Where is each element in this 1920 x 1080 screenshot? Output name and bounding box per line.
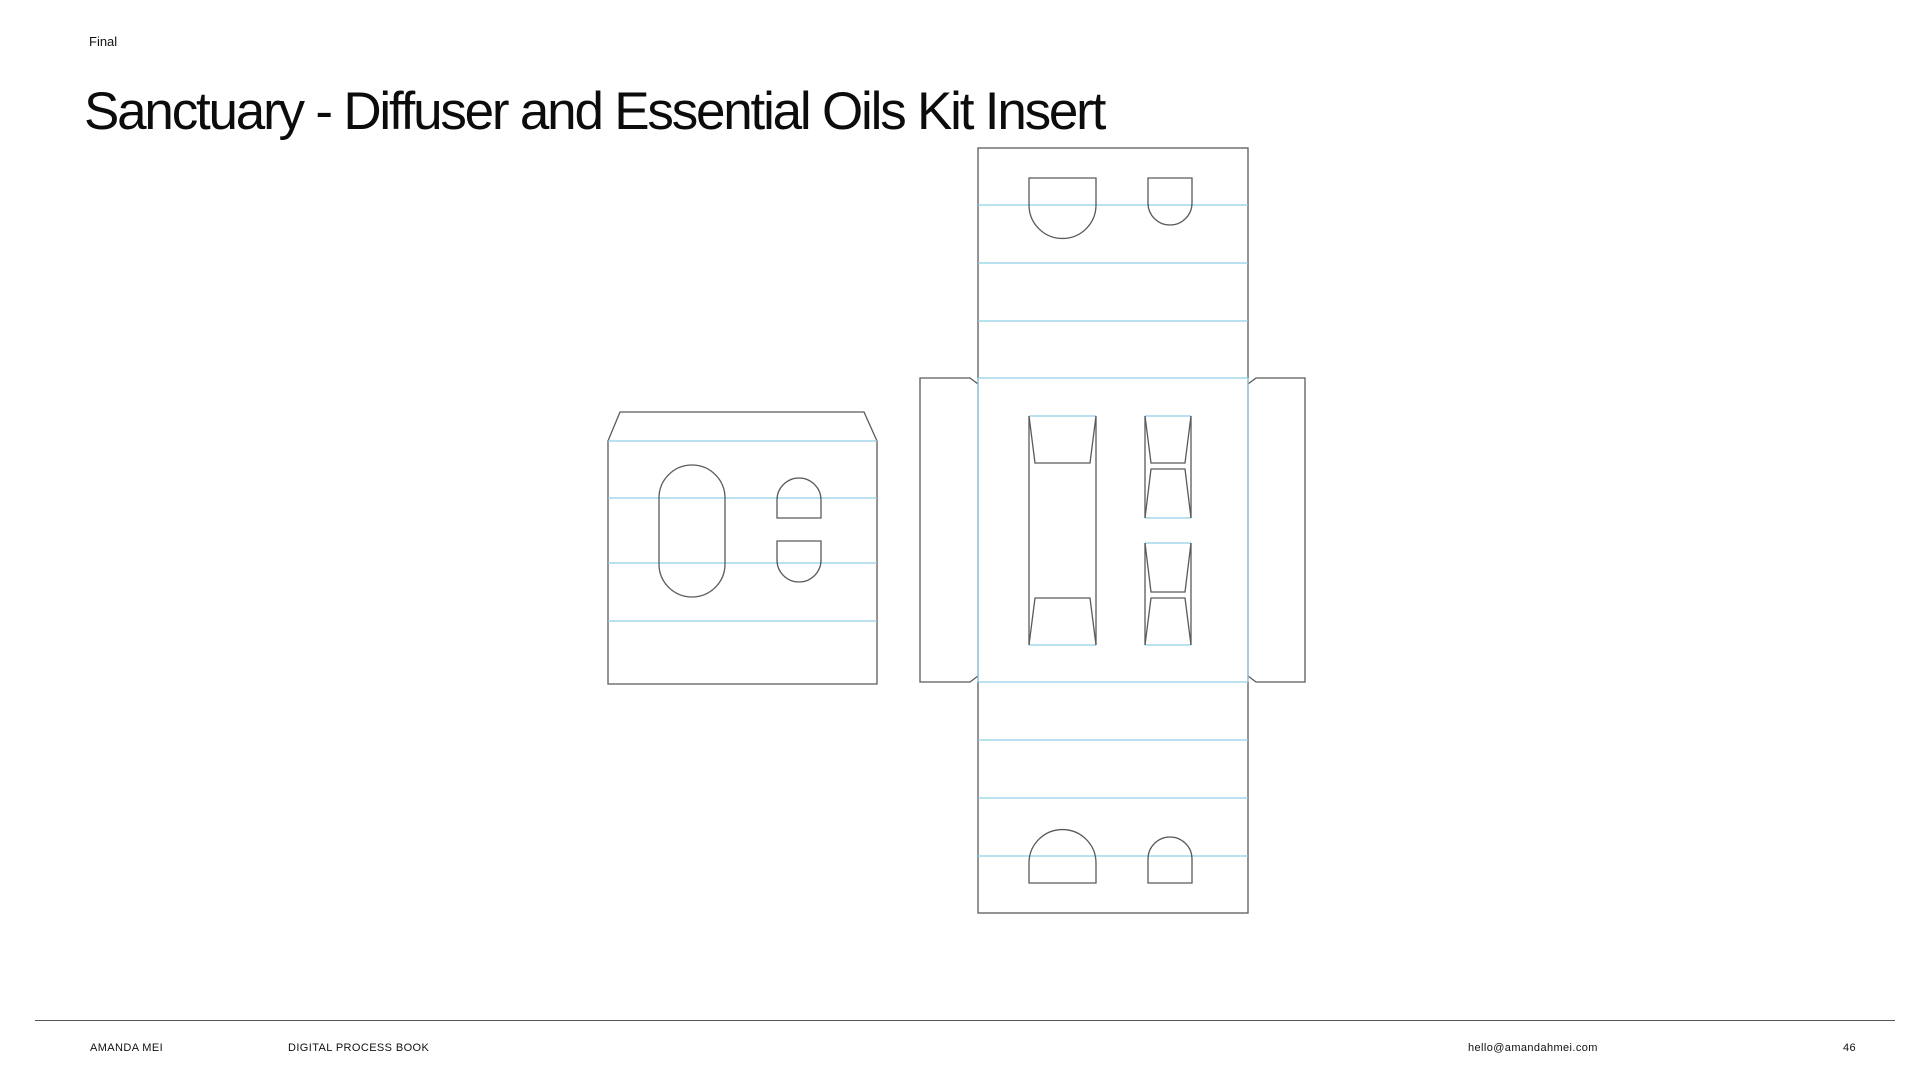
page-title: Sanctuary - Diffuser and Essential Oils … bbox=[84, 82, 1106, 141]
bottle-slot-tab bbox=[1144, 468, 1192, 519]
bottom-diffuser-cutout bbox=[1028, 828, 1097, 884]
footer-email-link[interactable]: hello@amandahmei.com bbox=[1468, 1042, 1598, 1054]
footer-divider bbox=[35, 1020, 1895, 1021]
bottle-slot-outline bbox=[1144, 416, 1192, 518]
diffuser-slot-lower-tab bbox=[1028, 597, 1097, 646]
bottle-slot-tab bbox=[1144, 415, 1192, 464]
footer-author: AMANDA MEI bbox=[90, 1042, 164, 1054]
front-panel-outline bbox=[607, 411, 878, 685]
bottom-bottle-cutout bbox=[1147, 836, 1193, 884]
right-side-flap bbox=[1247, 377, 1306, 683]
bottle-slot-tab bbox=[1144, 597, 1192, 646]
center-diffuser-slot bbox=[1028, 415, 1097, 646]
lower-bottle-slot bbox=[1144, 542, 1192, 646]
bottle-slot-outline bbox=[1144, 543, 1192, 645]
page-number: 46 bbox=[1843, 1042, 1857, 1054]
diffuser-slot-upper-tab bbox=[1028, 415, 1097, 464]
bottle-slot-tab bbox=[1144, 542, 1192, 593]
main-insert bbox=[919, 147, 1306, 914]
top-bottle-cutout bbox=[1147, 177, 1193, 226]
diffuser-slot-outline bbox=[1028, 416, 1097, 645]
oil-bottle-slot-top bbox=[776, 477, 822, 519]
diffuser-slot bbox=[658, 464, 726, 598]
left-side-flap bbox=[919, 377, 979, 683]
oil-bottle-slot-bottom bbox=[776, 540, 822, 583]
insert-dieline-diagram bbox=[607, 147, 1306, 914]
section-label: Final bbox=[89, 34, 118, 49]
upper-bottle-slot bbox=[1144, 415, 1192, 519]
front-panel bbox=[607, 411, 878, 685]
footer-book-title: DIGITAL PROCESS BOOK bbox=[288, 1042, 430, 1054]
top-diffuser-cutout bbox=[1028, 177, 1097, 240]
